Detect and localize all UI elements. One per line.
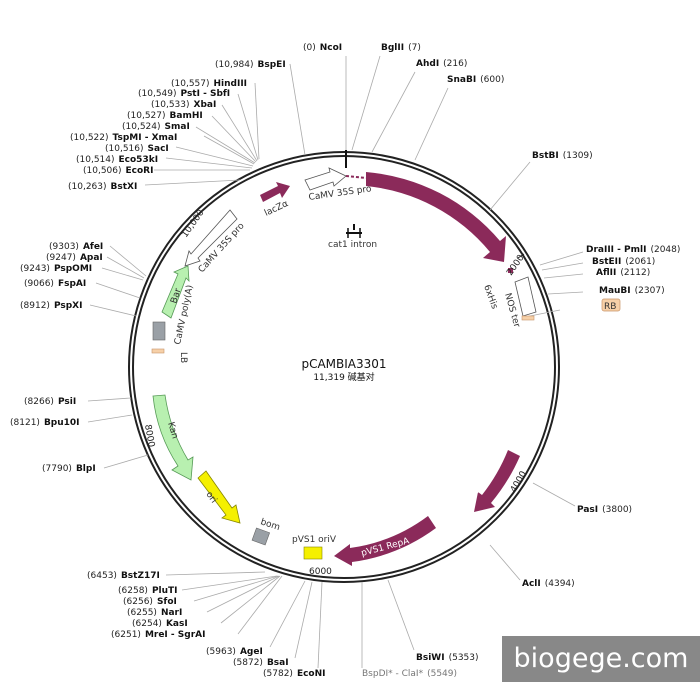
site: (8912)PspXI [20,301,82,311]
tick-8000: 8000 [142,424,156,449]
site: BstBI(1309) [532,151,593,161]
site: (7790)BlpI [42,464,96,474]
site: (10,527)BamHI [127,111,203,121]
site: (9303)AfeI [49,242,103,252]
rb-badge [601,298,621,312]
nos-ter-box [514,276,537,317]
plasmid-name: pCAMBIA3301 [301,357,386,371]
backbone-outer-ring [128,151,560,583]
rb-mark [521,315,535,321]
backbone-inner-ring [132,155,556,579]
dashed-junction [345,175,367,179]
site: BglII(7) [381,43,421,53]
site: PasI(3800) [577,505,632,515]
gus-arrow [366,172,506,262]
site: (5782)EcoNI [263,669,325,679]
bom-box [251,527,271,546]
site: (6453)BstZ17I [87,571,160,581]
lb-mark [151,348,165,354]
site: SnaBI(600) [447,75,504,85]
site: (10,516)SacI [105,144,169,154]
site: (6258)PluTI [118,586,178,596]
watermark: biogege.com [502,636,700,682]
site: DraIII - PmlI(2048) [586,245,680,255]
site: (10,524)SmaI [122,122,190,132]
tick-6000: 6000 [309,567,332,577]
site: (5963)AgeI [206,647,263,657]
site: MauBI(2307) [599,286,665,296]
site: AflII(2112) [596,268,650,278]
site: BstEII(2061) [592,257,655,267]
site: BspDI* - ClaI*(5549) [362,669,457,679]
kan-label: Kan [165,421,180,440]
lacz-label: lacZα [263,199,290,219]
camv35s-top-arrow [304,167,347,191]
site: (5872)BsaI [233,658,289,668]
leader-lines [87,55,584,669]
his6-label: 6xHis [481,284,499,311]
pvs1-repa-arrow [334,516,436,566]
site: (10,263)BstXI [68,182,137,192]
bar-arrow [161,265,190,319]
plasmid-size: 11,319 碱基对 [313,371,374,383]
his6-box [508,268,513,273]
site: (0)NcoI [303,43,342,53]
site: (10,522)TspMI - XmaI [70,133,177,143]
site: BsiWI(5353) [416,653,479,663]
pvs1-staa-arrow [474,450,520,512]
lacz-arrow [260,182,290,202]
site: AclI(4394) [522,579,575,589]
ori-arrow [197,470,241,524]
lb-label: LB [178,352,188,363]
site: (10,984)BspEI [215,60,286,70]
pvs1-oriv-label: pVS1 oriV [292,535,337,545]
site: (10,549)PstI - SbfI [138,89,230,99]
site: (10,514)Eco53kI [76,155,158,165]
gus-label: GUS [423,216,445,235]
site: (6251)MreI - SgrAI [111,630,205,640]
site: (9066)FspAI [24,279,86,289]
site: (8266)PsiI [24,397,76,407]
bar-label: Bar [169,287,183,305]
cat1-intron-label: cat1 intron [328,240,377,250]
rb-badge-label: RB [604,302,616,312]
site: (9247)ApaI [46,253,103,263]
kan-arrow [152,394,194,481]
site: (6255)NarI [127,608,182,618]
camv35s-left-arrow [184,209,238,267]
pvs1-oriv-box [303,546,323,560]
site: (6256)SfoI [123,597,177,607]
site: (10,506)EcoRI [83,166,153,176]
restriction-sites: (0)NcoI BglII(7) AhdI(216) SnaBI(600) Bs… [10,43,680,679]
site: (9243)PspOMI [20,264,92,274]
terminator-box [152,321,166,341]
site: (10,533)XbaI [151,100,216,110]
site: (8121)Bpu10I [10,418,80,428]
site: (10,557)HindIII [171,79,247,89]
site: AhdI(216) [416,59,467,69]
site: (6254)KasI [132,619,188,629]
